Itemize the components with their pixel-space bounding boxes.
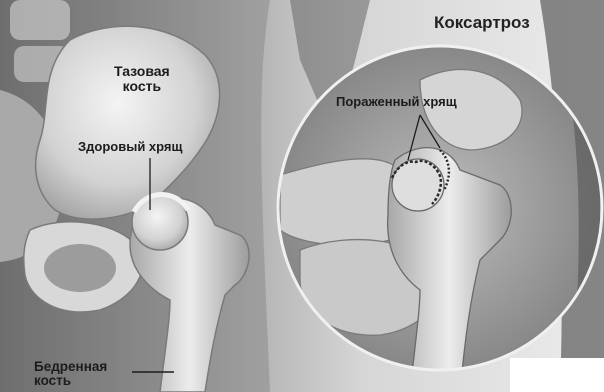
label-femur: Бедренная кость — [34, 360, 107, 388]
obturator-foramen — [44, 244, 116, 292]
label-affected-cartilage: Пораженный хрящ — [336, 95, 457, 109]
label-femur-line2: кость — [34, 374, 107, 388]
label-pelvis-line1: Тазовая — [114, 64, 170, 79]
zoom-circle — [278, 40, 602, 392]
diagram-title: Коксартроз — [434, 14, 530, 32]
label-pelvis-line2: кость — [114, 79, 170, 94]
label-healthy-cartilage: Здоровый хрящ — [78, 140, 182, 154]
label-femur-line1: Бедренная — [34, 360, 107, 374]
label-pelvis: Тазовая кость — [114, 64, 170, 93]
blank-corner — [510, 358, 604, 392]
